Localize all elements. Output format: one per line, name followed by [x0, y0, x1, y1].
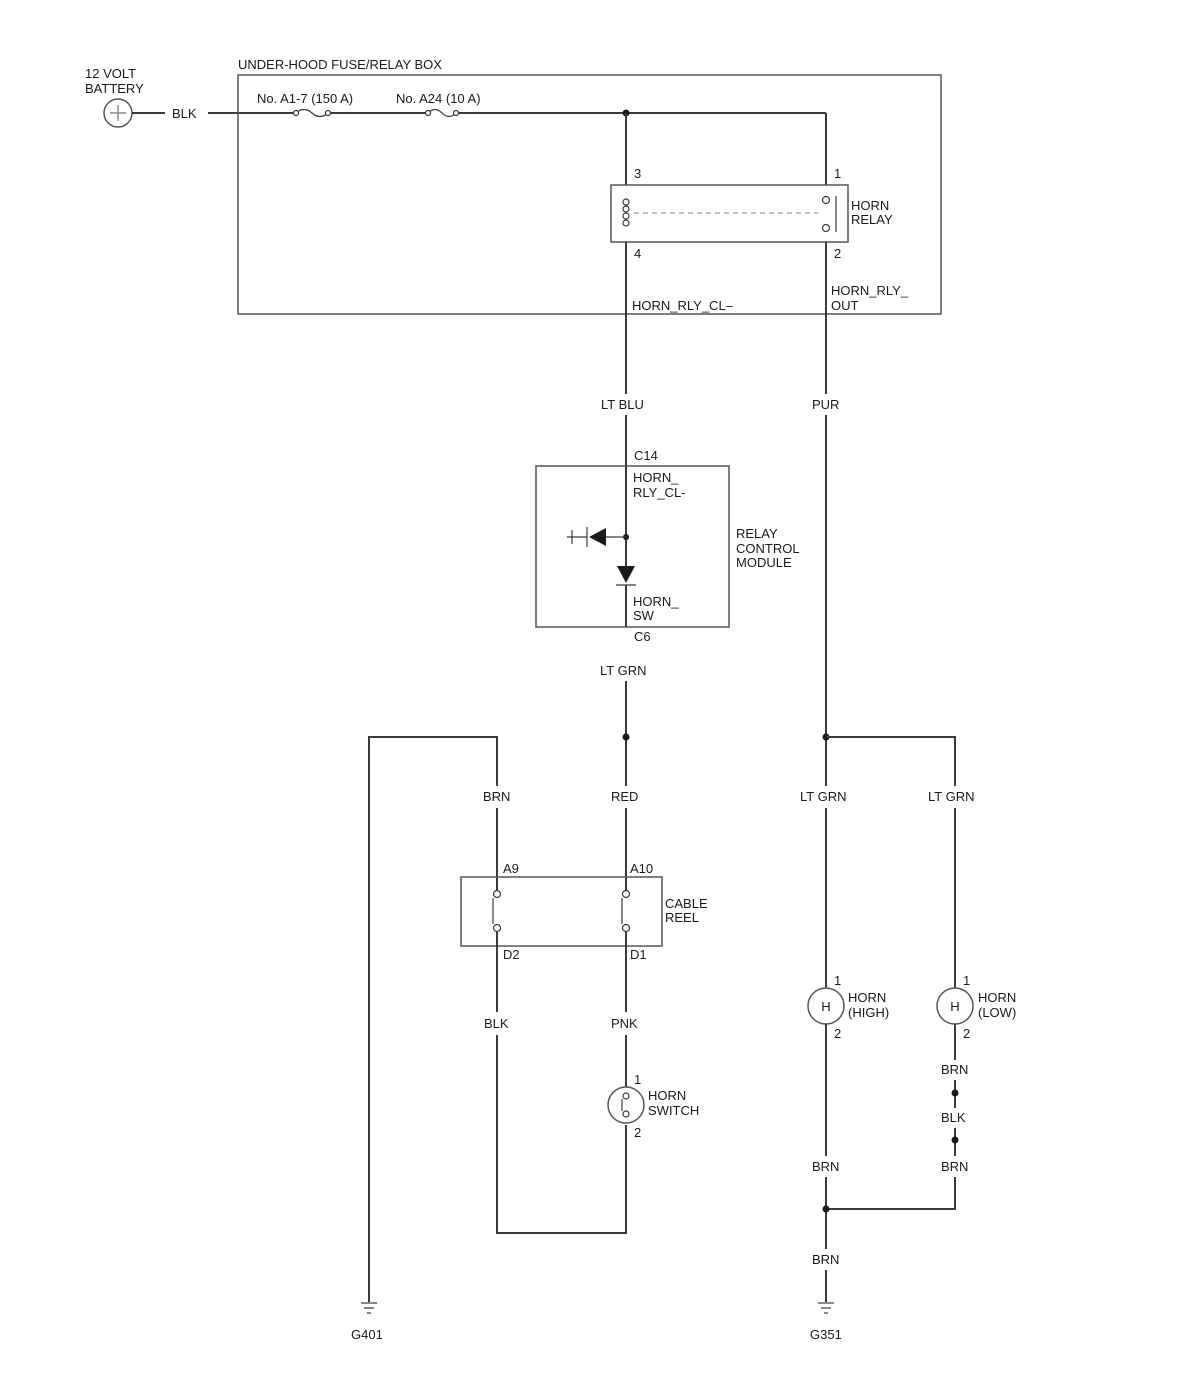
fuse2-symbol	[424, 108, 460, 118]
relay-pin-1: 1	[834, 166, 841, 181]
horn-switch-label-2: SWITCH	[648, 1103, 699, 1118]
fuse2-label: No. A24 (10 A)	[396, 91, 481, 106]
horn-high-label-1: HORN	[848, 990, 886, 1005]
cable-reel-pin-d1: D1	[630, 947, 647, 962]
wire-label-blk-battery: BLK	[172, 106, 197, 121]
wire-label-lt-blu: LT BLU	[601, 397, 644, 412]
horn-switch: 1 2 HORN SWITCH	[607, 1072, 699, 1140]
horn-low-label-2: (LOW)	[978, 1005, 1016, 1020]
module-pin-c14: C14	[634, 448, 658, 463]
fuse-relay-box: UNDER-HOOD FUSE/RELAY BOX No. A1-7 (150 …	[237, 57, 942, 315]
horn-high-pin-2: 2	[834, 1026, 841, 1041]
horn-relay: 3 1 4 2 HORN RELAY	[610, 166, 893, 261]
ground-label-g401: G401	[351, 1327, 383, 1342]
wire-label-lt-grn-mid: LT GRN	[600, 663, 646, 678]
wire-label-pnk: PNK	[611, 1016, 638, 1031]
cable-reel-pin-a9: A9	[503, 861, 519, 876]
wire-label-brn-high: BRN	[812, 1159, 839, 1174]
horn-low-pin-1: 1	[963, 973, 970, 988]
signal-horn-rly-out-1: HORN_RLY_	[831, 283, 909, 298]
module-signal-top-1: HORN_	[633, 470, 679, 485]
diode-vertical-icon	[616, 566, 636, 627]
wire-label-brn-left: BRN	[483, 789, 510, 804]
wire-label-lt-grn-low: LT GRN	[928, 789, 974, 804]
cable-reel: A9 A10 D2 D1 CABLE REEL	[460, 861, 708, 962]
ground-g351-icon	[818, 1302, 834, 1314]
horn-low-pin-2: 2	[963, 1026, 970, 1041]
fuse1-symbol	[292, 108, 332, 118]
module-label-3: MODULE	[736, 555, 792, 570]
module-signal-bot-1: HORN_	[633, 594, 679, 609]
horn-high-label-2: (HIGH)	[848, 1005, 889, 1020]
wire-label-red: RED	[611, 789, 638, 804]
module-signal-bot-2: SW	[633, 608, 655, 623]
wire-label-brn-low-1: BRN	[941, 1062, 968, 1077]
signal-horn-rly-cl: HORN_RLY_CL–	[632, 298, 734, 313]
horn-switch-pin-2: 2	[634, 1125, 641, 1140]
horn-low: H 1 2 HORN (LOW)	[936, 973, 1016, 1041]
relay-pin-2: 2	[834, 246, 841, 261]
relay-pin-3: 3	[634, 166, 641, 181]
battery: 12 VOLT BATTERY	[85, 66, 144, 128]
horn-high: H 1 2 HORN (HIGH)	[807, 973, 889, 1041]
wire-label-blk-left: BLK	[484, 1016, 509, 1031]
horn-low-label-1: HORN	[978, 990, 1016, 1005]
ground-g401-icon	[361, 1302, 377, 1314]
wire-label-lt-grn-high: LT GRN	[800, 789, 846, 804]
connector-blk-brn	[951, 1136, 959, 1144]
fuse1-label: No. A1-7 (150 A)	[257, 91, 353, 106]
cable-reel-label-1: CABLE	[665, 896, 708, 911]
wire-label-blk-low: BLK	[941, 1110, 966, 1125]
horn-high-pin-1: 1	[834, 973, 841, 988]
splice-lt-grn-red	[622, 733, 630, 741]
horn-relay-label-2: RELAY	[851, 212, 893, 227]
module-signal-top-2: RLY_CL-	[633, 485, 686, 500]
wire-brn-ground-loop	[368, 736, 498, 1302]
battery-label-2: BATTERY	[85, 81, 144, 96]
diode-horizontal-icon	[567, 527, 626, 547]
wire-brn-low-to-splice	[826, 1177, 956, 1210]
ground-label-g351: G351	[810, 1327, 842, 1342]
wire-label-brn-low-2: BRN	[941, 1159, 968, 1174]
splice-ground	[822, 1205, 830, 1213]
relay-control-module: C14 HORN_ RLY_CL- HORN_ SW C6 RELAY CONT…	[535, 448, 800, 644]
battery-label-1: 12 VOLT	[85, 66, 136, 81]
horn-high-symbol: H	[821, 999, 830, 1014]
cable-reel-pin-a10: A10	[630, 861, 653, 876]
horn-switch-label-1: HORN	[648, 1088, 686, 1103]
module-label-2: CONTROL	[736, 541, 800, 556]
horn-switch-pin-1: 1	[634, 1072, 641, 1087]
signal-horn-rly-out-2: OUT	[831, 298, 859, 313]
wire-label-pur: PUR	[812, 397, 839, 412]
fuse-box-title: UNDER-HOOD FUSE/RELAY BOX	[238, 57, 442, 72]
cable-reel-label-2: REEL	[665, 910, 699, 925]
connector-brn-blk	[951, 1089, 959, 1097]
relay-pin-4: 4	[634, 246, 641, 261]
wire-feed-to-low-horn	[826, 736, 956, 786]
cable-reel-pin-d2: D2	[503, 947, 520, 962]
wire-blk-to-switch	[496, 1035, 627, 1234]
wire-label-brn-bottom: BRN	[812, 1252, 839, 1267]
horn-low-symbol: H	[950, 999, 959, 1014]
module-label-1: RELAY	[736, 526, 778, 541]
module-pin-c6: C6	[634, 629, 651, 644]
horn-relay-label-1: HORN	[851, 198, 889, 213]
